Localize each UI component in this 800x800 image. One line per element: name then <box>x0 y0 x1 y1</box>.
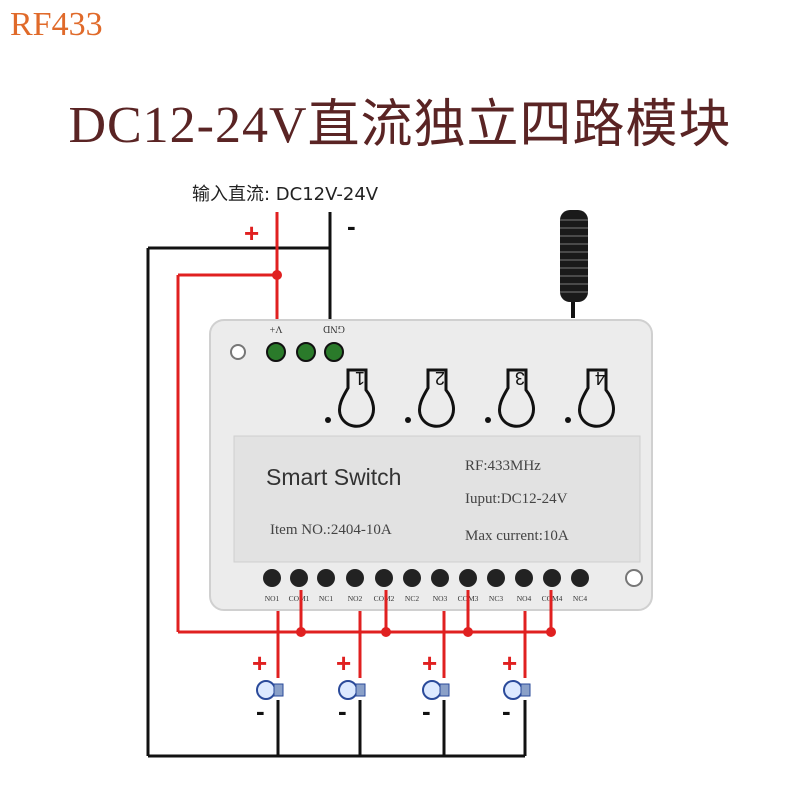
load-bulb-3: + - <box>422 648 450 726</box>
load-1-minus: - <box>256 696 265 726</box>
load-4-minus: - <box>502 696 511 726</box>
relay-module: V+ GND 1 2 3 4 Smart Switch Item NO.:240… <box>209 319 653 611</box>
terminal-gnd <box>324 342 344 362</box>
item-number: Item NO.:2404-10A <box>270 522 392 538</box>
page-title: DC12-24V直流独立四路模块 <box>68 97 732 154</box>
bottom-terminal-row <box>263 569 589 587</box>
terminal-label: NC2 <box>405 594 419 603</box>
label-panel <box>233 435 641 563</box>
button-3[interactable]: 3 <box>485 368 535 428</box>
load-bulb-4: + - <box>502 648 531 726</box>
power-minus-sign: - <box>347 211 356 241</box>
load-2-minus: - <box>338 696 347 726</box>
junction-dots <box>272 270 556 637</box>
button-4[interactable]: 4 <box>565 368 615 428</box>
load-bulb-2: + - <box>336 648 366 726</box>
terminal-label: NC4 <box>573 594 587 603</box>
button-3-label: 3 <box>515 368 525 388</box>
power-plus-sign: + <box>244 218 259 248</box>
button-4-label: 4 <box>595 368 605 388</box>
power-input-label: 输入直流: DC12V-24V <box>192 184 379 205</box>
terminal-label: NO4 <box>517 594 532 603</box>
button-2-label: 2 <box>435 368 445 388</box>
button-2[interactable]: 2 <box>405 368 455 428</box>
load-3-minus: - <box>422 696 431 726</box>
terminal-label: COM1 <box>289 594 310 603</box>
terminal-vplus-label: V+ <box>269 323 282 334</box>
terminal-gnd-label: GND <box>323 323 345 334</box>
terminal-label: NC3 <box>489 594 503 603</box>
button-1[interactable]: 1 <box>325 368 375 428</box>
negative-wires <box>146 212 527 758</box>
product-name: Smart Switch <box>266 464 401 490</box>
terminal-label: NO2 <box>348 594 363 603</box>
load-4-plus: + <box>502 648 517 678</box>
max-current: Max current:10A <box>465 528 569 544</box>
load-3-plus: + <box>422 648 437 678</box>
antenna <box>560 210 588 318</box>
load-2-plus: + <box>336 648 351 678</box>
terminal-vplus <box>266 342 286 362</box>
terminal-label: NO1 <box>265 594 280 603</box>
input-voltage: Iuput:DC12-24V <box>465 491 568 507</box>
rf-frequency: RF:433MHz <box>465 458 541 474</box>
load-bulb-1: + - <box>252 648 284 726</box>
brand-label: RF433 <box>10 6 103 43</box>
button-1-label: 1 <box>355 368 365 388</box>
terminal-label: NO3 <box>433 594 448 603</box>
load-1-plus: + <box>252 648 267 678</box>
terminal-label: COM2 <box>374 594 395 603</box>
terminal-label: NC1 <box>319 594 333 603</box>
